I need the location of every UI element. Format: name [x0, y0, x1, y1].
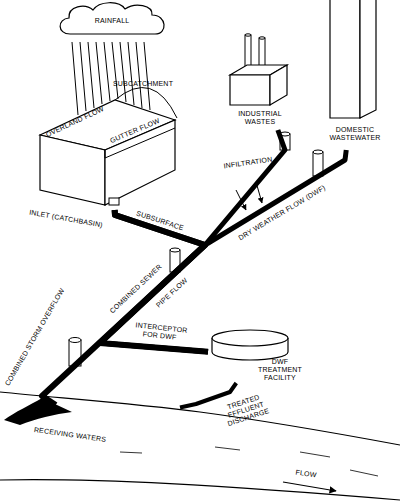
manhole [170, 250, 180, 272]
overflow-label: COMBINED STORM OVERFLOW [3, 285, 67, 389]
sewer-pipe [100, 150, 346, 352]
pipe-label: DRY WEATHER FLOW (DWF) [233, 181, 331, 245]
domestic-building-shape [360, 0, 376, 118]
rain-line [144, 42, 150, 110]
industrial-building-shape [230, 75, 270, 105]
water-hatch [300, 452, 330, 457]
connector-label: TREATED EFFLUENT DISCHARGE [209, 388, 283, 433]
manhole-top [313, 150, 323, 154]
node-text: SUBCATCHMENT [103, 80, 183, 88]
water-hatching [120, 447, 378, 476]
rain-line [88, 42, 94, 108]
rain-cloud-shape [60, 3, 164, 34]
flow-label: INFILTRATION [218, 155, 279, 171]
subcatchment-building-outline [35, 80, 185, 210]
manhole-top [170, 248, 180, 252]
rain-line [80, 42, 86, 111]
sewer-pipe [100, 130, 285, 352]
water-hatch [350, 470, 378, 476]
overflow-structure [69, 340, 81, 366]
rain-line [72, 42, 78, 115]
receiving-waters-shape [0, 480, 400, 500]
overflow-plume [4, 398, 72, 425]
industrial-building-shape [270, 65, 287, 105]
rain-line [128, 42, 134, 105]
industrial-building: INDUSTRIAL WASTES [225, 30, 295, 130]
infiltration-arrow [256, 182, 262, 203]
treatment-tank-shape [212, 330, 288, 346]
node-text: DWF TREATMENT FACILITY [255, 358, 305, 382]
rain-cloud: RAINFALL [55, 0, 170, 42]
water-hatch [215, 447, 240, 450]
receiving-waters: RECEIVING WATERS [0, 405, 180, 450]
node-text: RAINFALL [77, 17, 147, 25]
subcatchment-building: SUBCATCHMENTOVERLAND FLOWGUTTER FLOW [35, 80, 185, 210]
sewer-pipe [42, 210, 205, 405]
industrial-building-shape [259, 37, 265, 39]
pipe-label: SUBSURFACE [130, 208, 190, 234]
subcatchment-building-shape [109, 198, 119, 205]
node-text: DOMESTIC WASTEWATER [319, 126, 391, 142]
domestic-building: DOMESTIC WASTEWATER [318, 0, 393, 150]
subcatchment-building-shape [40, 135, 105, 205]
pipe-label: PIPE FLOW [151, 273, 193, 313]
manhole [313, 152, 323, 176]
industrial-building-shape [245, 34, 251, 36]
receiving-waters-outline [0, 405, 180, 450]
overflow-structure-top [69, 338, 81, 343]
receiving-waters-shape [0, 392, 400, 445]
rain-line [96, 42, 102, 104]
rain-line [104, 42, 110, 101]
node-text: INDUSTRIAL WASTES [224, 110, 296, 126]
flow-arrow [283, 482, 336, 491]
infiltration-arrow [236, 190, 246, 210]
treatment-tank: DWF TREATMENT FACILITY [208, 328, 303, 383]
sewer-pipe [180, 383, 236, 408]
sewer-pipe [100, 210, 208, 352]
node-text: RECEIVING WATERS [20, 424, 120, 446]
inlet-label: INLET (CATCHBASIN) [26, 208, 106, 230]
pipe-label: INTERCEPTOR FOR DWF [134, 321, 185, 342]
infiltration-arrows [236, 182, 262, 210]
flow-direction-label: FLOW [291, 468, 322, 480]
water-hatch [120, 452, 142, 453]
manhole-top [280, 132, 290, 136]
domestic-building-shape [330, 0, 360, 118]
rain-line [112, 42, 118, 99]
rain-line [136, 42, 142, 108]
